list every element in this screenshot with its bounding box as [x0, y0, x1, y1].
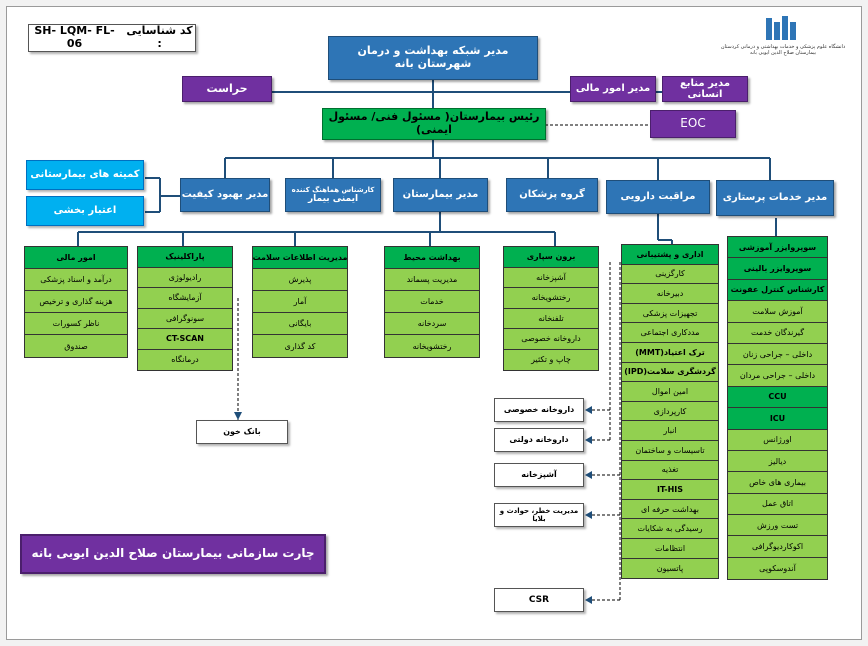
paraclinic-item-4[interactable]: CT-SCAN [138, 329, 232, 350]
nursing-item-9[interactable]: اورژانس [728, 429, 827, 451]
admin-support-item-5[interactable]: ترک اعتیاد(MMT) [622, 342, 718, 363]
nursing-item-11[interactable]: بیماری های خاص [728, 472, 827, 494]
outsourced-item-2[interactable]: رختشویخانه [504, 288, 598, 309]
university-logo: دانشگاه علوم پزشکی و خدمات بهداشتی و درم… [708, 14, 858, 64]
finance-manager-box[interactable]: مدیر امور مالی [570, 76, 656, 102]
nursing-item-8[interactable]: ICU [728, 408, 827, 430]
chart-title-box: چارت سازمانی بیمارستان صلاح الدین ایوبی … [20, 534, 326, 574]
env-health-item-4[interactable]: رختشویخانه [385, 335, 479, 357]
outsourced-item-1[interactable]: آشپزخانه [504, 267, 598, 288]
nursing-item-12[interactable]: اتاق عمل [728, 493, 827, 516]
nursing-item-10[interactable]: دیالیز [728, 450, 827, 473]
accreditation-box[interactable]: اعتبار بخشی [26, 196, 144, 226]
admin-support-item-15[interactable]: انتظامات [622, 538, 718, 559]
document-code-label: کد شناسایی : [126, 24, 193, 50]
nursing-item-1[interactable]: سوپروایزر بالینی [728, 258, 827, 280]
admin-support-item-1[interactable]: کارگزینی [622, 264, 718, 285]
outsourced-item-5[interactable]: چاپ و تکثیر [504, 349, 598, 370]
health-info-item-0[interactable]: مدیریت اطلاعات سلامت [253, 247, 347, 269]
health-info-item-4[interactable]: کد گذاری [253, 335, 347, 357]
nursing-item-3[interactable]: آموزش سلامت [728, 301, 827, 323]
eoc-box[interactable]: EOC [650, 110, 736, 138]
admin-support-item-7[interactable]: امین اموال [622, 382, 718, 402]
admin-support-item-12[interactable]: IT-HIS [622, 480, 718, 500]
admin-support-item-14[interactable]: رسیدگی به شکایات [622, 519, 718, 539]
admin-support-item-11[interactable]: تغذیه [622, 460, 718, 481]
paraclinic-item-0[interactable]: پاراکلینیک [138, 247, 232, 268]
admin-support-item-8[interactable]: کارپردازی [622, 401, 718, 422]
outsourced-item-0[interactable]: برون سپاری [504, 247, 598, 268]
hospital-manager-box[interactable]: مدیر بیمارستان [393, 178, 488, 212]
nursing-item-4[interactable]: گیرندگان خدمت [728, 322, 827, 344]
outsourced-item-4[interactable]: داروخانه خصوصی [504, 329, 598, 350]
csr-box[interactable]: CSR [494, 588, 584, 612]
nursing-item-0[interactable]: سوپروایزر آموزشی [728, 237, 827, 259]
admin-support-item-16[interactable]: پاتسیون [622, 558, 718, 579]
finance-item-0[interactable]: امور مالی [25, 247, 127, 269]
admin-support-item-13[interactable]: بهداشت حرفه ای [622, 499, 718, 520]
document-code-box: SH- LQM- FL-06 کد شناسایی : [28, 24, 196, 52]
nursing-item-15[interactable]: آندوسکوپی [728, 557, 827, 580]
env-health-item-1[interactable]: مدیریت پسماند [385, 269, 479, 291]
safety-expert-line1: کارشناس هماهنگ کننده [291, 185, 375, 194]
nursing-manager-box[interactable]: مدیر خدمات پرستاری [716, 180, 834, 216]
env-health-item-2[interactable]: خدمات [385, 291, 479, 313]
network-manager-box[interactable]: مدیر شبکه بهداشت و درمان شهرستان بانه [328, 36, 538, 80]
logo-icon [766, 16, 796, 40]
paraclinic-item-1[interactable]: رادیولوژی [138, 267, 232, 288]
finance-item-2[interactable]: هزینه گذاری و ترخیص [25, 291, 127, 313]
admin-support-item-6[interactable]: گردشگری سلامت(IPD) [622, 362, 718, 383]
paraclinic-item-2[interactable]: آزمایشگاه [138, 288, 232, 309]
risk-manager-box[interactable]: مدیریت خطر، حوادث و بلایا [494, 503, 584, 527]
nursing-item-5[interactable]: داخلی – جراحی زنان [728, 343, 827, 366]
finance-item-1[interactable]: درآمد و اسناد پزشکی [25, 269, 127, 291]
nursing-item-13[interactable]: تست ورزش [728, 515, 827, 537]
admin-support-item-0[interactable]: اداری و پشتیبانی [622, 245, 718, 265]
admin-support-item-9[interactable]: انبار [622, 421, 718, 441]
document-code-value: SH- LQM- FL-06 [34, 24, 115, 50]
admin-support-item-3[interactable]: تجهیزات پزشکی [622, 303, 718, 324]
health-info-item-3[interactable]: بایگانی [253, 313, 347, 335]
paraclinic-item-5[interactable]: درمانگاه [138, 349, 232, 370]
nursing-item-6[interactable]: داخلی – جراحی مردان [728, 365, 827, 387]
finance-item-4[interactable]: صندوق [25, 335, 127, 357]
admin-support-item-2[interactable]: دبیرخانه [622, 284, 718, 304]
admin-support-item-10[interactable]: تاسیسات و ساختمان [622, 440, 718, 461]
paraclinic-item-3[interactable]: سونوگرافی [138, 308, 232, 329]
nursing-item-2[interactable]: کارشناس کنترل عفونت [728, 279, 827, 302]
hr-manager-box[interactable]: مدیر منابع انسانی [662, 76, 748, 102]
private-pharmacy-box[interactable]: داروخانه خصوصی [494, 398, 584, 422]
nursing-item-7[interactable]: CCU [728, 386, 827, 409]
kitchen-box[interactable]: آشپزخانه [494, 463, 584, 487]
nursing-item-14[interactable]: اکوکاردیوگرافی [728, 536, 827, 558]
blood-bank-box[interactable]: بانک خون [196, 420, 288, 444]
env-health-item-3[interactable]: سردخانه [385, 313, 479, 335]
admin-support-item-4[interactable]: مددکاری اجتماعی [622, 323, 718, 343]
quality-manager-box[interactable]: مدیر بهبود کیفیت [180, 178, 270, 212]
pharma-care-box[interactable]: مراقبت دارویی [606, 180, 710, 214]
physicians-group-box[interactable]: گروه پزشکان [506, 178, 598, 212]
committees-box[interactable]: کمیته های بیمارستانی [26, 160, 144, 190]
env-health-item-0[interactable]: بهداشت محیط [385, 247, 479, 269]
hospital-head-box[interactable]: رئیس بیمارستان( مسئول فنی/ مسئول ایمنی) [322, 108, 546, 140]
gov-pharmacy-box[interactable]: داروخانه دولتی [494, 428, 584, 452]
safety-expert-box[interactable]: کارشناس هماهنگ کننده ایمنی بیمار [285, 178, 381, 212]
security-box[interactable]: حراست [182, 76, 272, 102]
outsourced-item-3[interactable]: تلفنخانه [504, 308, 598, 329]
health-info-item-2[interactable]: آمار [253, 291, 347, 313]
logo-caption: دانشگاه علوم پزشکی و خدمات بهداشتی و درم… [720, 44, 846, 56]
finance-item-3[interactable]: ناظر کسورات [25, 313, 127, 335]
safety-expert-line2: ایمنی بیمار [307, 193, 359, 204]
health-info-item-1[interactable]: پذیرش [253, 269, 347, 291]
